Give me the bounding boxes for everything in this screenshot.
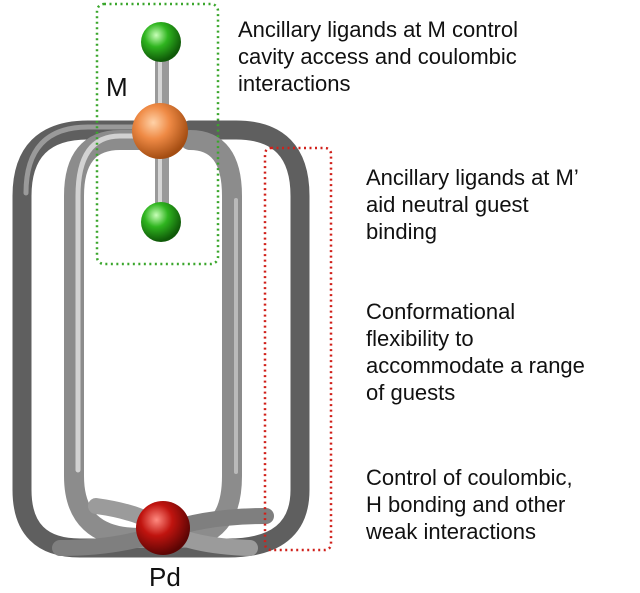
annotation-line: Conformational [366, 299, 516, 324]
pd-atom [136, 501, 190, 555]
linker-highlight-box [263, 146, 333, 552]
annotation-line: binding [366, 219, 437, 244]
m-atom [132, 103, 188, 159]
annotation-line: Ancillary ligands at M control [238, 17, 519, 42]
annotation-line: Control of coulombic, [366, 465, 573, 490]
annotation-line: flexibility to [366, 326, 474, 351]
m-atom-label: M [106, 72, 128, 102]
annotation-line: accommodate a range [366, 353, 585, 378]
pd-atom-label: Pd [149, 562, 181, 592]
annotation-line: H bonding and other [366, 492, 566, 517]
m-prime-ligands-annotation: Ancillary ligands at M’ aid neutral gues… [366, 164, 579, 245]
annotation-line: interactions [238, 71, 351, 96]
m-ligands-annotation: Ancillary ligands at M control cavity ac… [238, 16, 518, 97]
cage-rod-back-highlight [23, 124, 161, 196]
annotation-line: Ancillary ligands at M’ [366, 165, 579, 190]
ligand-atom-bottom [141, 202, 181, 242]
flexibility-annotation: Conformational flexibility to accommodat… [366, 298, 585, 406]
ligand-atom-top [141, 22, 181, 62]
annotation-line: aid neutral guest [366, 192, 529, 217]
cage-rod-front-highlight [75, 133, 153, 473]
interactions-annotation: Control of coulombic, H bonding and othe… [366, 464, 573, 545]
annotation-line: weak interactions [366, 519, 536, 544]
annotation-line: of guests [366, 380, 456, 405]
annotation-line: cavity access and coulombic [238, 44, 517, 69]
